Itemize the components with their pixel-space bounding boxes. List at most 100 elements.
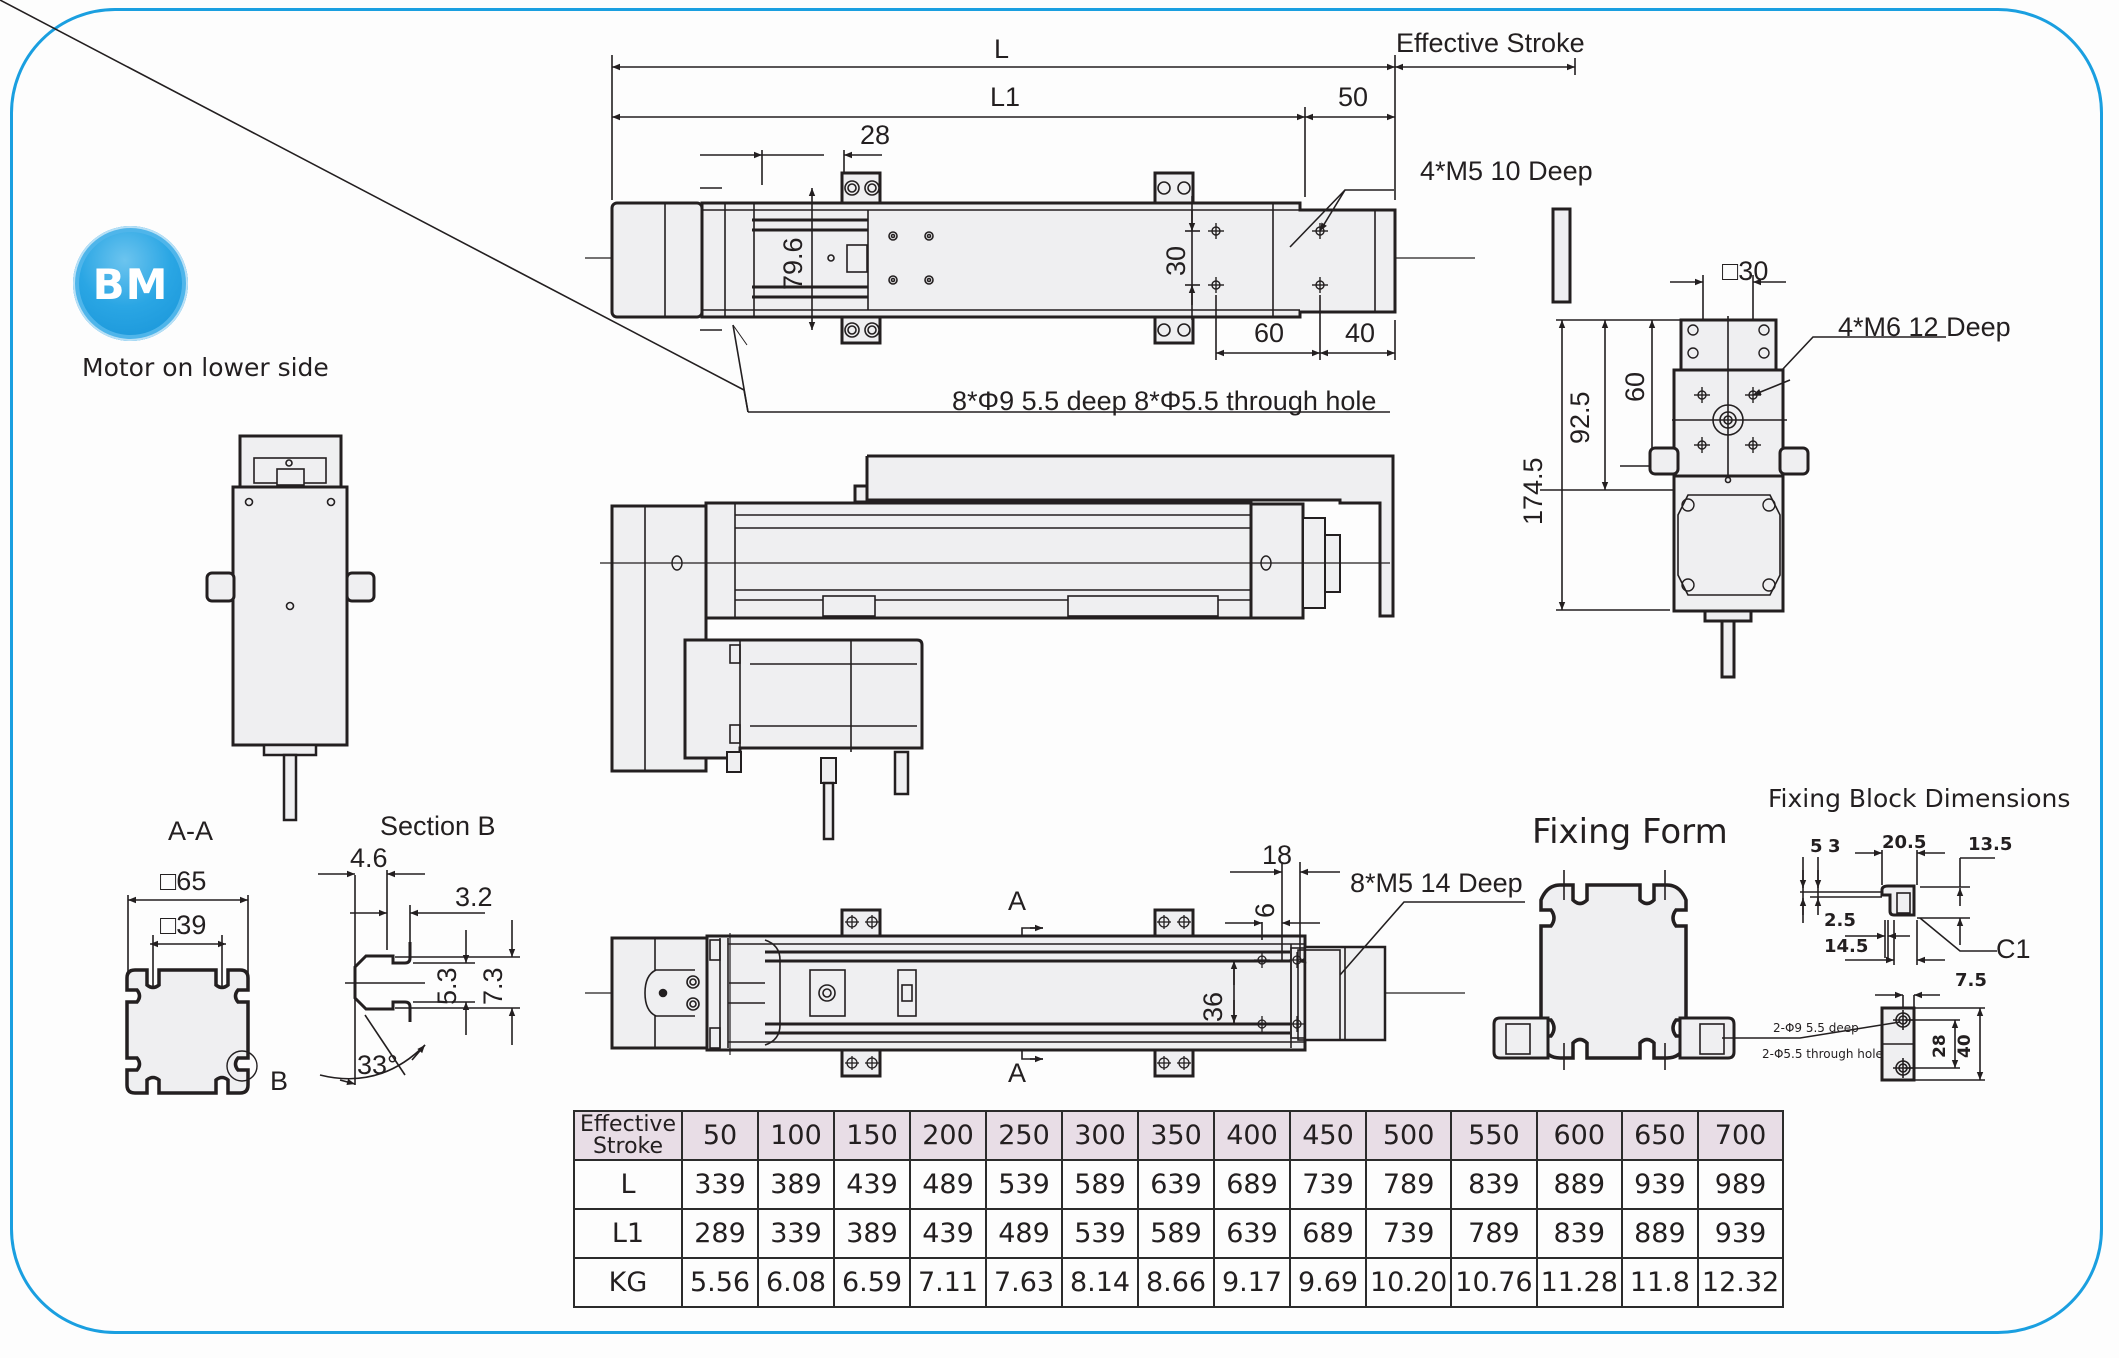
dim-effective-stroke-label: Effective Stroke bbox=[1396, 28, 1585, 58]
table-cell: 439 bbox=[833, 1159, 911, 1210]
fb-dim-14-5: 14.5 bbox=[1824, 936, 1869, 957]
section-aa-profile bbox=[125, 895, 258, 1095]
table-cell: 689 bbox=[1213, 1159, 1291, 1210]
page-frame bbox=[10, 8, 2103, 1334]
table-cell: 12.32 bbox=[1696, 1257, 1785, 1308]
table-cell: 9.17 bbox=[1213, 1257, 1291, 1308]
table-cell: 339 bbox=[681, 1159, 759, 1210]
table-cell: 589 bbox=[1137, 1208, 1215, 1259]
fb-dim-40: 40 bbox=[1955, 1034, 1975, 1058]
dim-5-3-label: 5.3 bbox=[432, 967, 462, 1005]
dim-sq65-label: □65 bbox=[160, 866, 207, 896]
table-cell: 789 bbox=[1450, 1208, 1538, 1259]
stroke-cell: 500 bbox=[1364, 1110, 1453, 1161]
table-cell: 10.20 bbox=[1364, 1257, 1453, 1308]
note-m6-12-deep: 4*M6 12 Deep bbox=[1838, 312, 2011, 342]
dim-4-6-label: 4.6 bbox=[350, 843, 388, 873]
note-m5-14-deep: 8*M5 14 Deep bbox=[1350, 868, 1523, 898]
stroke-cell: 700 bbox=[1696, 1110, 1785, 1161]
table-cell: 5.56 bbox=[681, 1257, 759, 1308]
table-cell: 6.08 bbox=[757, 1257, 835, 1308]
fb-dim-3: 3 bbox=[1828, 836, 1841, 857]
table-cell: 11.8 bbox=[1620, 1257, 1699, 1308]
dim-60-end-label: 60 bbox=[1620, 371, 1650, 402]
table-cell: 10.76 bbox=[1450, 1257, 1538, 1308]
fb-dim-7-5: 7.5 bbox=[1955, 970, 1987, 991]
side-view bbox=[600, 454, 1395, 841]
dim-79-6-label: 79.6 bbox=[778, 237, 808, 290]
table-cell: 489 bbox=[909, 1159, 987, 1210]
stroke-cell: 250 bbox=[985, 1110, 1063, 1161]
table-cell: 739 bbox=[1289, 1159, 1367, 1210]
stroke-cell: 50 bbox=[681, 1110, 759, 1161]
dim-30-label: 30 bbox=[1161, 245, 1191, 276]
section-b-detail bbox=[318, 870, 520, 1086]
table-cell: 639 bbox=[1213, 1208, 1291, 1259]
table-cell: 939 bbox=[1620, 1159, 1699, 1210]
fb-dim-28: 28 bbox=[1930, 1034, 1950, 1058]
stroke-cell: 100 bbox=[757, 1110, 835, 1161]
fb-dim-20-5: 20.5 bbox=[1882, 832, 1927, 853]
table-cell: 539 bbox=[1061, 1208, 1139, 1259]
stroke-cell: 200 bbox=[909, 1110, 987, 1161]
dim-28-label: 28 bbox=[860, 120, 891, 150]
fixing-form-drawing bbox=[1492, 870, 1736, 1070]
dim-40-label: 40 bbox=[1345, 318, 1376, 348]
end-view bbox=[1540, 275, 1946, 679]
dim-18-label: 18 bbox=[1262, 840, 1293, 870]
table-cell: 839 bbox=[1450, 1159, 1538, 1210]
table-row-KG: KG 5.56 6.08 6.59 7.11 7.63 8.14 8.66 9.… bbox=[573, 1257, 1785, 1308]
table-cell: 689 bbox=[1289, 1208, 1367, 1259]
stroke-cell: 450 bbox=[1289, 1110, 1367, 1161]
table-cell: 589 bbox=[1061, 1159, 1139, 1210]
table-cell: 739 bbox=[1364, 1208, 1453, 1259]
motor-position-caption: Motor on lower side bbox=[82, 353, 329, 382]
dim-sq30-label: □30 bbox=[1722, 256, 1769, 286]
table-cell: 539 bbox=[985, 1159, 1063, 1210]
motor-end-view bbox=[205, 434, 376, 822]
dim-50-label: 50 bbox=[1338, 82, 1369, 112]
table-cell: 289 bbox=[681, 1208, 759, 1259]
stroke-cell: 300 bbox=[1061, 1110, 1139, 1161]
dim-60-label: 60 bbox=[1254, 318, 1285, 348]
table-cell: 6.59 bbox=[833, 1257, 911, 1308]
dim-92-5-label: 92.5 bbox=[1565, 391, 1595, 444]
fb-note-counterbore: 2-Φ9 5.5 deep bbox=[1773, 1021, 1859, 1035]
table-cell: 939 bbox=[1696, 1208, 1785, 1259]
section-mark-a-bottom: A bbox=[1008, 1058, 1027, 1088]
stroke-cell: 400 bbox=[1213, 1110, 1291, 1161]
fb-dim-13-5: 13.5 bbox=[1968, 834, 2013, 855]
table-cell: 889 bbox=[1535, 1159, 1623, 1210]
fixing-block-title: Fixing Block Dimensions bbox=[1768, 784, 2071, 813]
section-mark-a-top: A bbox=[1008, 886, 1027, 916]
dim-174-5-label: 174.5 bbox=[1518, 457, 1548, 525]
stroke-cell: 550 bbox=[1450, 1110, 1538, 1161]
row-label: KG bbox=[573, 1257, 683, 1308]
table-cell: 7.11 bbox=[909, 1257, 987, 1308]
table-cell: 389 bbox=[757, 1159, 835, 1210]
dim-L-label: L bbox=[994, 34, 1010, 64]
fixing-form-title: Fixing Form bbox=[1532, 812, 1728, 852]
table-row-L: L 339 389 439 489 539 589 639 689 739 78… bbox=[573, 1159, 1785, 1210]
dim-36-label: 36 bbox=[1198, 991, 1228, 1022]
dim-6-label: 6 bbox=[1250, 902, 1280, 918]
detail-b-marker: B bbox=[270, 1066, 289, 1096]
table-cell: 989 bbox=[1696, 1159, 1785, 1210]
table-cell: 639 bbox=[1137, 1159, 1215, 1210]
header-label-line2: Stroke bbox=[592, 1133, 664, 1159]
bottom-view bbox=[585, 862, 1525, 1078]
bm-badge-text: BM bbox=[92, 260, 169, 309]
fixing-block-drawing bbox=[1722, 849, 1997, 1082]
fb-dim-5: 5 bbox=[1810, 836, 1823, 857]
table-cell: 789 bbox=[1364, 1159, 1453, 1210]
top-view bbox=[0, 0, 1576, 413]
table-cell: 439 bbox=[909, 1208, 987, 1259]
stroke-cell: 350 bbox=[1137, 1110, 1215, 1161]
cover-plate-side bbox=[1551, 207, 1572, 304]
table-cell: 889 bbox=[1620, 1208, 1699, 1259]
note-mounting-holes: 8*Φ9 5.5 deep 8*Φ5.5 through hole bbox=[952, 386, 1377, 416]
header-label-line1: Effective bbox=[580, 1111, 676, 1137]
dim-L1-label: L1 bbox=[990, 82, 1021, 112]
table-cell: 8.14 bbox=[1061, 1257, 1139, 1308]
dim-33-deg-label: 33° bbox=[357, 1050, 398, 1080]
